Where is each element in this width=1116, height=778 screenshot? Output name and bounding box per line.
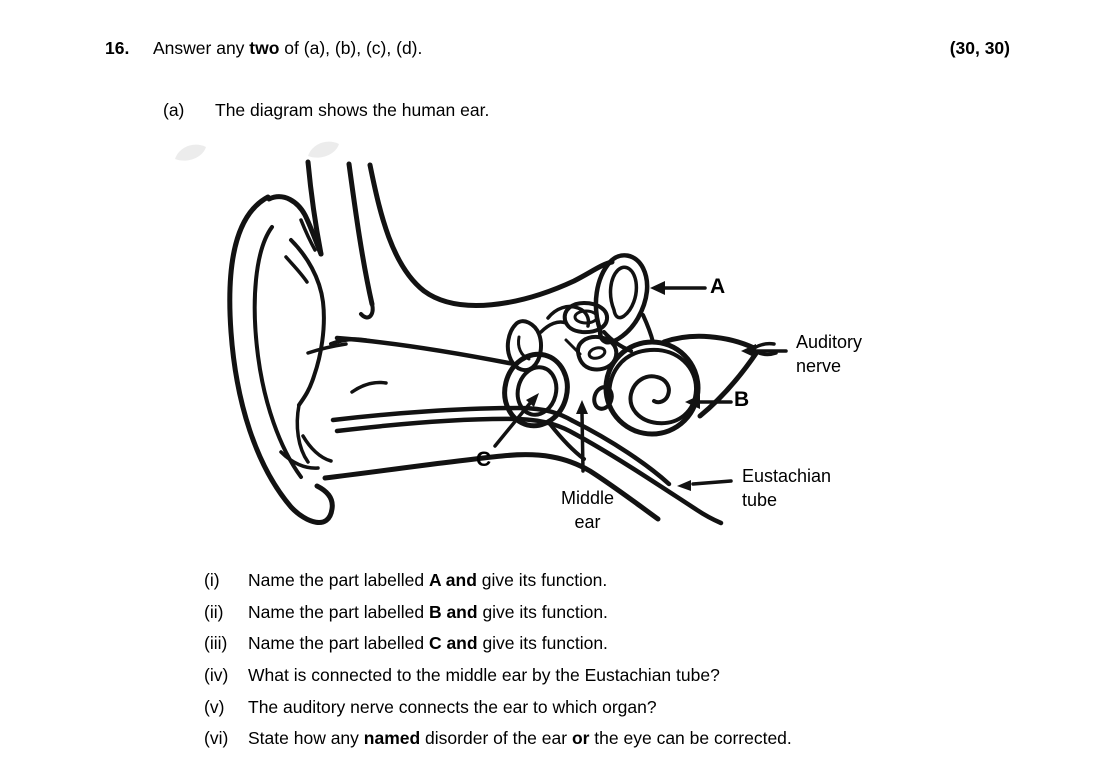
- item-text-pre: The auditory nerve connects the ear to w…: [248, 696, 657, 717]
- list-item-numeral: (i): [204, 570, 220, 590]
- item-text-bold: A and: [428, 570, 477, 590]
- question-list: (i) Name the part labelled A and give it…: [204, 570, 792, 760]
- list-item-numeral: (ii): [204, 601, 224, 622]
- list-item: (vi) State how any named disorder of the…: [204, 728, 792, 760]
- arrow-middle-ear: [576, 400, 588, 473]
- list-item: (iii) Name the part labelled C and give …: [204, 633, 792, 665]
- item-text-pre: Name the part labelled: [248, 570, 429, 590]
- list-item: (v) The auditory nerve connects the ear …: [204, 697, 792, 729]
- semicircular-canals: [562, 253, 655, 353]
- item-text-mid: disorder of the ear: [420, 728, 572, 749]
- item-text-mid: give its function.: [477, 601, 608, 622]
- label-arrows: [493, 281, 788, 491]
- marks-label: (30, 30): [949, 38, 1010, 58]
- subquestion-label: (a): [163, 100, 185, 120]
- list-item-numeral: (iii): [204, 633, 228, 654]
- scan-smudges: [175, 141, 339, 161]
- arrow-a: [650, 281, 707, 295]
- list-item-numeral: (vi): [204, 728, 229, 749]
- list-item-numeral: (v): [204, 696, 225, 717]
- item-text-bold2: or: [571, 728, 590, 749]
- list-item-text: The auditory nerve connects the ear to w…: [248, 697, 657, 717]
- item-text-mid: give its function.: [476, 570, 608, 590]
- question-prompt-post: of (a), (b), (c), (d).: [279, 38, 423, 58]
- list-item: (iv) What is connected to the middle ear…: [204, 665, 792, 697]
- ear-canal: [306, 335, 724, 526]
- list-item-text: Name the part labelled A and give its fu…: [248, 570, 607, 590]
- cochlea: [592, 339, 701, 437]
- head-outline: [266, 159, 661, 522]
- label-c: C: [476, 448, 492, 471]
- list-item-text: What is connected to the middle ear by t…: [248, 665, 720, 685]
- question-prompt-bold: two: [249, 38, 280, 58]
- question-header: 16. Answer any two of (a), (b), (c), (d)…: [0, 38, 1116, 62]
- item-text-pre: Name the part labelled: [248, 633, 429, 654]
- label-auditory-nerve-line2: nerve: [796, 355, 842, 376]
- item-text-mid: give its function.: [477, 633, 608, 654]
- label-eustachian-tube: Eustachian tube: [742, 465, 831, 512]
- label-auditory-nerve: Auditory nerve: [796, 331, 862, 378]
- label-a: A: [710, 275, 726, 298]
- item-text-post: the eye can be corrected.: [589, 728, 792, 749]
- subquestion-text: The diagram shows the human ear.: [215, 100, 490, 120]
- list-item: (ii) Name the part labelled B and give i…: [204, 602, 792, 634]
- list-item-text: Name the part labelled C and give its fu…: [248, 633, 608, 653]
- arrow-eustachian-tube: [677, 479, 733, 491]
- item-text-bold: named: [363, 728, 421, 749]
- item-text-pre: State how any: [248, 728, 364, 749]
- label-eustachian-tube-line2: tube: [742, 489, 778, 510]
- list-item-text: Name the part labelled B and give its fu…: [248, 602, 608, 622]
- pinna: [227, 194, 388, 525]
- round-window: [592, 385, 614, 411]
- arrow-b: [685, 395, 733, 409]
- item-text-bold: B and: [428, 601, 478, 622]
- list-item-text: State how any named disorder of the ear …: [248, 728, 792, 748]
- label-auditory-nerve-line1: Auditory: [796, 332, 863, 352]
- item-text-bold: C and: [428, 633, 478, 654]
- arrow-c: [493, 393, 539, 448]
- arrow-auditory-nerve: [741, 344, 788, 358]
- eardrum: [502, 351, 570, 429]
- label-eustachian-tube-line1: Eustachian: [742, 466, 832, 486]
- auditory-nerve: [661, 333, 778, 419]
- label-middle-ear: Middle ear: [550, 487, 625, 534]
- label-b: B: [734, 388, 750, 411]
- question-prompt: Answer any two of (a), (b), (c), (d).: [153, 38, 422, 59]
- label-middle-ear-line2: ear: [574, 511, 601, 532]
- list-item: (i) Name the part labelled A and give it…: [204, 570, 792, 602]
- question-prompt-pre: Answer any: [153, 38, 250, 58]
- list-item-numeral: (iv): [204, 665, 229, 686]
- question-number: 16.: [105, 38, 130, 58]
- item-text-pre: What is connected to the middle ear by t…: [248, 665, 720, 686]
- label-middle-ear-line1: Middle: [560, 488, 615, 508]
- item-text-pre: Name the part labelled: [248, 601, 429, 622]
